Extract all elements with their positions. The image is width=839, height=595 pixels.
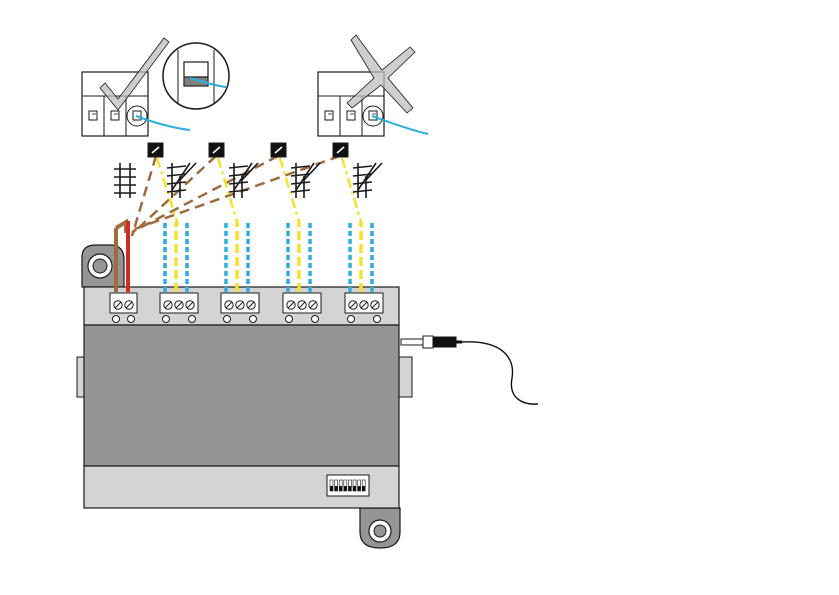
indicator-led	[348, 316, 355, 323]
indicator-led	[250, 316, 257, 323]
turnout-track-icon	[167, 163, 196, 198]
terminal-screw[interactable]	[309, 301, 317, 309]
mounting-ear-bottom	[360, 508, 400, 548]
correct-wiring-example	[82, 38, 229, 136]
signal-wires	[165, 222, 372, 292]
output-wires-4	[350, 222, 372, 292]
output-wires-1	[165, 222, 187, 292]
magnifier-circle-icon	[163, 43, 229, 109]
dip-switch-lever[interactable]	[358, 480, 361, 491]
indicator-led	[312, 316, 319, 323]
indicator-led	[286, 316, 293, 323]
turnout-track-icon	[229, 163, 258, 198]
pushbutton-icon[interactable]	[271, 143, 286, 157]
indicator-led	[163, 316, 170, 323]
plug-jack-icon[interactable]	[401, 336, 462, 348]
dip-switch-icon[interactable]	[327, 475, 369, 496]
dip-switch-lever[interactable]	[348, 480, 351, 491]
terminal-screw[interactable]	[287, 301, 295, 309]
output-wires-3	[288, 222, 310, 292]
terminal-screw[interactable]	[360, 301, 368, 309]
indicator-led	[128, 316, 135, 323]
dip-switch-lever[interactable]	[339, 480, 342, 491]
terminal-screw[interactable]	[236, 301, 244, 309]
dip-switch-lever[interactable]	[335, 480, 338, 491]
indicator-led	[374, 316, 381, 323]
dip-switch-lever[interactable]	[362, 480, 365, 491]
pushbutton-icon[interactable]	[148, 143, 163, 157]
terminal-screw[interactable]	[175, 301, 183, 309]
indicator-led	[189, 316, 196, 323]
dip-switch-lever[interactable]	[344, 480, 347, 491]
pushbutton-icon[interactable]	[209, 143, 224, 157]
dip-switch-lever[interactable]	[353, 480, 356, 491]
button-signal-lines	[157, 158, 362, 225]
terminal-screw[interactable]	[125, 301, 133, 309]
output-wires-2	[226, 222, 248, 292]
cable	[462, 342, 538, 404]
terminal-screw[interactable]	[164, 301, 172, 309]
module-body	[84, 325, 399, 466]
side-clip-right	[399, 357, 412, 397]
terminal-screw[interactable]	[349, 301, 357, 309]
pushbutton-icon[interactable]	[333, 143, 348, 157]
turnout-track-icon	[353, 163, 382, 198]
straight-track-icon	[114, 163, 136, 198]
terminal-screw[interactable]	[371, 301, 379, 309]
wrong-wiring-example	[318, 35, 428, 136]
terminal-screw[interactable]	[247, 301, 255, 309]
terminal-screw[interactable]	[114, 301, 122, 309]
side-clip-left	[77, 357, 84, 397]
terminal-screw[interactable]	[225, 301, 233, 309]
indicator-led	[113, 316, 120, 323]
terminal-screw[interactable]	[298, 301, 306, 309]
indicator-led	[224, 316, 231, 323]
dip-switch-lever[interactable]	[330, 480, 333, 491]
terminal-screw[interactable]	[186, 301, 194, 309]
